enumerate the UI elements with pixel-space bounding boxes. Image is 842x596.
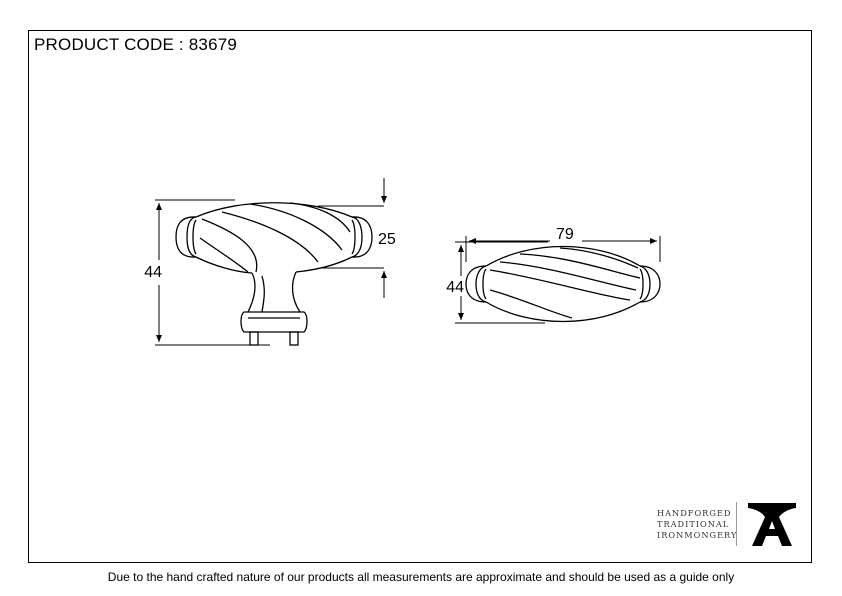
front-height-label: 44 [446,279,464,296]
front-width-dimension [465,236,661,262]
brand-logo-block: HANDFORGED TRADITIONAL IRONMONGERY [650,500,800,548]
brand-text: HANDFORGED TRADITIONAL IRONMONGERY [657,508,737,541]
front-view-knob [465,245,661,323]
product-code: PRODUCT CODE : 83679 [34,35,238,54]
head-thickness-label: 25 [378,231,396,248]
head-thickness-dimension [318,178,387,298]
side-view-knob [175,202,373,346]
front-height-dimension [455,241,548,324]
side-height-label: 44 [144,264,162,281]
brand-line-2: TRADITIONAL [657,519,730,529]
side-height-dimension [155,199,270,346]
disclaimer-footer: Due to the hand crafted nature of our pr… [107,570,735,584]
anvil-a-icon [748,503,796,546]
brand-line-3: IRONMONGERY [657,530,738,540]
brand-divider [736,502,737,546]
brand-line-1: HANDFORGED [657,508,732,518]
front-width-label: 79 [556,226,574,243]
drawing-frame [28,30,812,563]
